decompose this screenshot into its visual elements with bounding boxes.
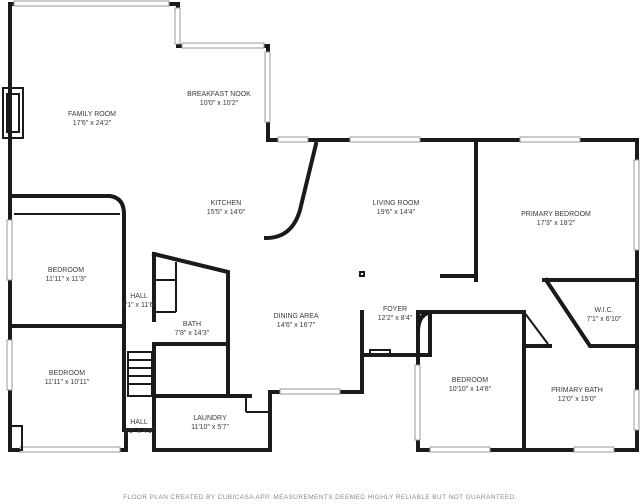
window <box>429 446 491 453</box>
room-name: W.I.C. <box>594 307 614 314</box>
room-name: FAMILY ROOM <box>68 111 116 118</box>
room-name: PRIMARY BEDROOM <box>521 211 591 218</box>
room-label-bedroom-3: BEDROOM 10'10" x 14'8" <box>449 376 491 394</box>
stairs <box>127 351 153 397</box>
room-name: BREAKFAST NOOK <box>187 91 251 98</box>
window <box>181 42 265 49</box>
window <box>19 446 121 453</box>
room-label-hall-2: HALL 3'1" x 4'5" <box>124 418 155 436</box>
room-name: LIVING ROOM <box>372 200 420 207</box>
closet <box>9 425 23 451</box>
fireplace-hearth <box>6 93 20 133</box>
room-name: HALL <box>130 419 148 426</box>
room-size: 3'1" x 4'5" <box>123 428 155 435</box>
room-name: HALL <box>130 293 148 300</box>
room-size: 11'11" x 11'3" <box>45 276 87 283</box>
window <box>6 339 13 391</box>
bath-wall <box>151 251 230 394</box>
room-label-kitchen: KITCHEN 15'5" x 14'0" <box>207 199 245 217</box>
room-label-family-room: FAMILY ROOM 17'6" x 24'2" <box>68 110 116 128</box>
room-label-primary-bedroom: PRIMARY BEDROOM 17'3" x 18'2" <box>521 210 591 228</box>
bedroom-wall <box>415 310 526 452</box>
room-label-breakfast-nook: BREAKFAST NOOK 10'0" x 10'2" <box>187 90 251 108</box>
room-label-bedroom-2: BEDROOM 11'11" x 10'11" <box>45 369 90 387</box>
room-name: DINING AREA <box>273 313 319 320</box>
room-size: 12'0" x 15'0" <box>557 396 597 403</box>
wic-wall <box>543 277 639 348</box>
room-label-hall-1: HALL 3'1" x 11'6" <box>122 292 156 310</box>
room-name: FOYER <box>382 306 408 313</box>
room-label-dining-area: DINING AREA 14'6" x 16'7" <box>273 312 318 330</box>
room-name: BEDROOM <box>48 370 86 377</box>
room-name: BEDROOM <box>47 267 85 274</box>
window <box>519 136 581 143</box>
fireplace <box>2 87 24 139</box>
kitchen-wall <box>263 141 319 241</box>
room-label-primary-bath: PRIMARY BATH 12'0" x 15'0" <box>551 386 603 404</box>
room-label-laundry: LAUNDRY 11'10" x 5'7" <box>191 414 229 432</box>
window <box>174 7 181 45</box>
window <box>264 51 271 123</box>
room-label-bedroom-1: BEDROOM 11'11" x 11'3" <box>46 266 87 284</box>
room-name: KITCHEN <box>210 200 242 207</box>
room-label-foyer: FOYER 12'2" x 8'4" <box>378 305 413 323</box>
footer-disclaimer: FLOOR PLAN CREATED BY CUBICASA APP. MEAS… <box>123 494 517 501</box>
room-size: 7'8" x 14'3" <box>174 330 210 337</box>
door-swing <box>523 311 549 345</box>
bedroom-wall <box>8 194 126 328</box>
room-size: 10'0" x 10'2" <box>199 100 239 107</box>
room-size: 11'10" x 5'7" <box>191 424 229 431</box>
column <box>359 271 365 277</box>
window <box>6 219 13 281</box>
room-label-living-room: LIVING ROOM 19'6" x 14'4" <box>373 199 420 217</box>
window <box>573 446 615 453</box>
room-size: 12'2" x 8'4" <box>377 315 413 322</box>
window <box>13 0 170 7</box>
window <box>633 159 640 251</box>
room-size: 10'10" x 14'8" <box>448 386 492 393</box>
room-size: 7'1" x 6'10" <box>586 316 622 323</box>
room-label-bath: BATH 7'8" x 14'3" <box>175 320 210 338</box>
window <box>277 136 309 143</box>
room-name: LAUNDRY <box>193 415 227 422</box>
room-size: 11'11" x 10'11" <box>44 379 90 386</box>
window <box>633 389 640 431</box>
door-threshold <box>369 349 391 356</box>
room-label-wic: W.I.C. 7'1" x 6'10" <box>587 306 622 324</box>
room-name: BATH <box>182 321 202 328</box>
room-name: BEDROOM <box>451 377 489 384</box>
room-name: PRIMARY BATH <box>551 387 603 394</box>
room-size: 14'6" x 16'7" <box>276 322 316 329</box>
room-size: 15'5" x 14'0" <box>206 209 246 216</box>
room-size: 19'6" x 14'4" <box>376 209 416 216</box>
room-size: 17'3" x 18'2" <box>536 220 576 227</box>
room-size: 3'1" x 11'6" <box>122 302 156 309</box>
window <box>414 364 421 441</box>
room-size: 17'6" x 24'2" <box>72 120 112 127</box>
window <box>349 136 421 143</box>
window <box>279 388 341 395</box>
